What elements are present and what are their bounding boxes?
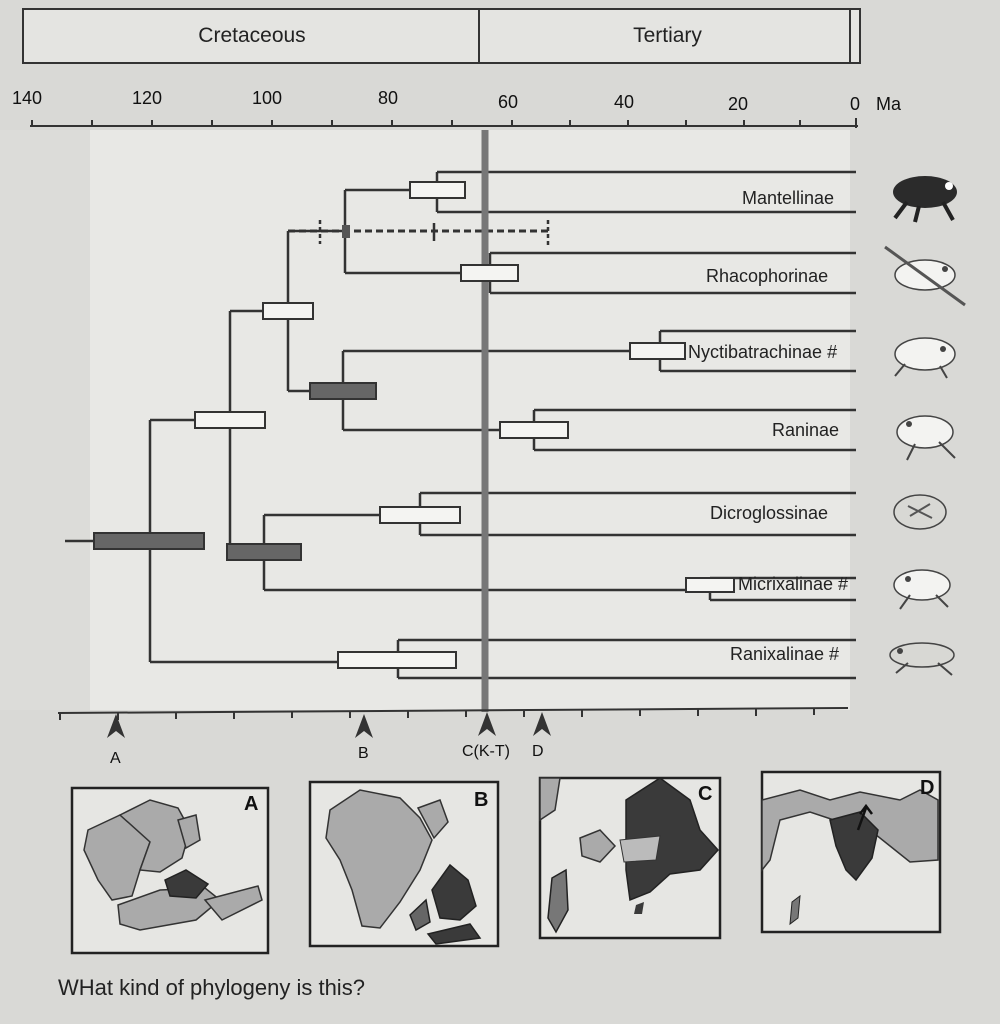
time-axis: 140 120 100 80 60 40 20 0 Ma <box>12 88 902 128</box>
map-d: D <box>760 770 942 934</box>
marker-label-d: D <box>532 743 544 760</box>
marker-label-a: A <box>110 750 121 767</box>
clade-label-dicroglossinae: Dicroglossinae <box>710 503 828 523</box>
tick-0: 0 <box>850 94 860 114</box>
marker-arrow-b <box>355 714 373 738</box>
marker-arrow-c <box>478 712 496 736</box>
clade-label-nyctibatrachinae: Nyctibatrachinae # <box>688 342 837 362</box>
frog-icon <box>894 337 956 379</box>
tick-40: 40 <box>614 92 634 112</box>
frog-icon <box>893 176 957 223</box>
clade-labels: Mantellinae Rhacophorinae Nyctibatrachin… <box>688 188 848 664</box>
event-axis: A B C(K-T) D <box>57 707 849 767</box>
frog-icon <box>889 642 955 676</box>
frog-icon <box>893 494 947 530</box>
clade-label-mantellinae: Mantellinae <box>742 188 834 208</box>
tick-60: 60 <box>498 92 518 112</box>
marker-arrow-d <box>533 712 551 736</box>
geologic-period-bar: Cretaceous Tertiary <box>22 8 861 64</box>
question-text: WHat kind of phylogeny is this? <box>58 975 365 1000</box>
period-cretaceous: Cretaceous <box>198 24 306 47</box>
map-letter-d: D <box>920 777 934 799</box>
map-letter-b: B <box>474 789 488 811</box>
tick-80: 80 <box>378 88 398 108</box>
tick-100: 100 <box>252 88 282 108</box>
arrow-up-icon <box>856 803 873 831</box>
map-a: A <box>70 786 270 955</box>
divergence-bars <box>93 181 735 669</box>
map-c: C <box>538 776 722 940</box>
kt-boundary-divider <box>478 10 480 62</box>
plot-shade-left <box>0 130 90 710</box>
map-b: B <box>308 780 500 948</box>
frog-icons <box>884 176 966 676</box>
map-letter-a: A <box>244 793 258 815</box>
marker-arrow-a <box>107 714 125 738</box>
calibration-dashed-line <box>288 220 550 248</box>
marker-label-c: C(K-T) <box>462 743 510 760</box>
clade-label-ranixalinae: Ranixalinae # <box>730 644 839 664</box>
period-end-marker <box>849 10 851 62</box>
period-tertiary: Tertiary <box>633 24 702 47</box>
tree-frog-icon <box>884 245 966 307</box>
frog-icon <box>893 569 951 610</box>
map-letter-c: C <box>698 783 712 805</box>
tick-20: 20 <box>728 94 748 114</box>
clade-label-rhacophorinae: Rhacophorinae <box>706 266 828 286</box>
tick-140: 140 <box>12 88 42 108</box>
marker-label-b: B <box>358 745 369 762</box>
clade-label-raninae: Raninae <box>772 420 839 440</box>
tick-120: 120 <box>132 88 162 108</box>
axis-unit: Ma <box>876 94 902 114</box>
frog-icon <box>896 415 956 461</box>
clade-label-micrixalinae: Micrixalinae # <box>738 574 848 594</box>
